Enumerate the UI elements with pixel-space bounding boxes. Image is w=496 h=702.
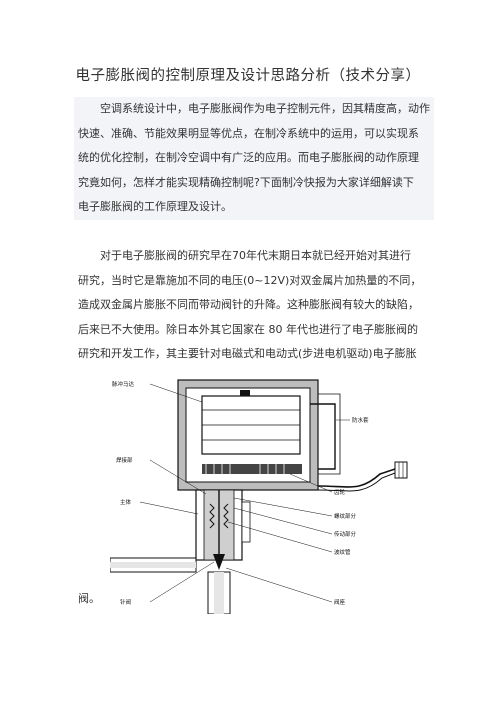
paragraph-line: 统的优化控制，在制冷空调中有广泛的应用。而电子膨胀阀的动作原理 <box>78 151 419 164</box>
paragraph-line: 研究和开发工作，其主要针对电磁式和电动式(步进电机驱动)电子膨胀 <box>78 347 417 360</box>
paragraph-line: 快速、准确、节能效果明显等优点，在制冷系统中的运用，可以实现系 <box>78 126 419 140</box>
paragraph-history: 对于电子膨胀阀的研究早在70年代末期日本就已经开始对其进行 研究，当时它是靠施加… <box>78 244 426 367</box>
paragraph-line: 电子膨胀阀的工作原理及设计。 <box>78 200 232 213</box>
label-bellows: 波纹管 <box>334 548 351 556</box>
paragraph-line: 对于电子膨胀阀的研究早在70年代末期日本就已经开始对其进行 <box>100 249 411 262</box>
label-needle: 针阀 <box>120 598 131 606</box>
paragraph-line: 造成双金属片膨胀不同而带动阀针的升降。这种膨胀阀有较大的缺陷， <box>78 298 419 311</box>
bellows <box>209 503 229 529</box>
label-gear: 齿轮 <box>334 488 346 496</box>
paragraph-line: 研究，当时它是靠施加不同的电压(0~12V)对双金属片加热量的不同， <box>78 273 422 287</box>
label-body: 主体 <box>120 498 132 506</box>
paragraph-line: 空调系统设计中，电子膨胀阀作为电子控制元件，因其精度高，动作 <box>100 102 430 115</box>
article-title: 电子膨胀阀的控制原理及设计思路分析（技术分享） <box>75 68 421 84</box>
label-screw: 螺纹部分 <box>334 512 357 520</box>
needle-valve <box>213 554 225 570</box>
label-transmission: 传动部分 <box>334 530 357 538</box>
cable <box>317 468 396 488</box>
paragraph-line: 后来已不大使用。除日本外其它国家在 80 年代也进行了电子膨胀阀的 <box>78 322 418 336</box>
gear-train <box>202 464 302 474</box>
valve-cross-section-diagram: 脉冲马达 防水套 焊接部 主体 齿轮 螺纹部分 传动部分 波纹管 针阀 阀座 <box>110 379 408 614</box>
label-sealing: 焊接部 <box>116 456 133 464</box>
label-motor: 脉冲马达 <box>112 380 135 388</box>
label-waterproof: 防水套 <box>352 416 369 424</box>
paragraph-tail: 阀。 <box>78 592 100 605</box>
paragraph-intro: 空调系统设计中，电子膨胀阀作为电子控制元件，因其精度高，动作 快速、准确、节能效… <box>74 97 434 220</box>
paragraph-line: 究竟如何，怎样才能实现精确控制呢?下面制冷快报为大家详细解读下 <box>78 175 414 189</box>
waterproof-cover <box>310 403 336 470</box>
label-seat: 阀座 <box>334 598 346 606</box>
